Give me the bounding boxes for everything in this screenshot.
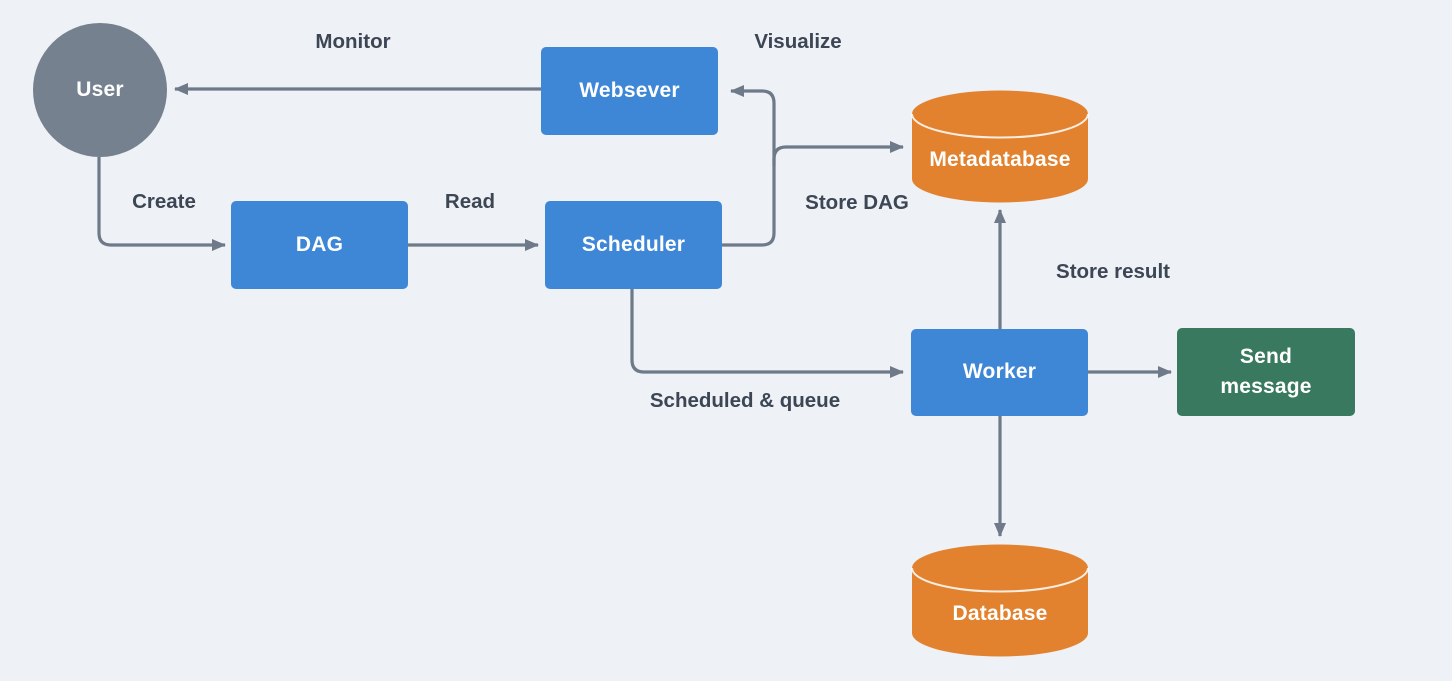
- metadatabase-cylinder-shape: [911, 90, 1089, 203]
- send-message-line2: message: [1220, 375, 1312, 398]
- node-database: Database: [911, 544, 1089, 657]
- node-send-message-label: Send message: [1220, 342, 1311, 403]
- node-scheduler: Scheduler: [545, 201, 722, 289]
- arrow-scheduled-queue: [630, 289, 904, 378]
- node-dag-label: DAG: [295, 232, 344, 256]
- node-database-label: Database: [952, 601, 1048, 625]
- edge-label-store-dag: Store DAG: [805, 191, 909, 214]
- node-send-message: Send message: [1177, 328, 1355, 416]
- edge-label-monitor: Monitor: [315, 30, 391, 53]
- node-scheduler-label: Scheduler: [581, 232, 686, 256]
- arrow-store-dag: [772, 141, 904, 166]
- node-user: User: [33, 23, 167, 157]
- node-websever-label: Websever: [579, 78, 680, 102]
- send-message-line1: Send: [1239, 344, 1293, 368]
- node-user-label: User: [76, 77, 124, 101]
- arrow-visualize: [722, 85, 776, 247]
- edge-label-read: Read: [444, 190, 496, 213]
- node-dag: DAG: [231, 201, 408, 289]
- node-worker: Worker: [911, 329, 1088, 416]
- edge-label-store-result: Store result: [1056, 260, 1170, 283]
- node-metadatabase-label: Metadatabase: [929, 147, 1071, 171]
- edge-label-visualize: Visualize: [754, 30, 842, 53]
- node-worker-label: Worker: [962, 360, 1037, 384]
- arrow-create: [97, 157, 226, 251]
- node-metadatabase: Metadatabase: [911, 90, 1089, 203]
- edge-label-create: Create: [132, 190, 196, 213]
- node-websever: Websever: [541, 47, 718, 135]
- database-cylinder-shape: [911, 544, 1089, 657]
- edge-label-scheduled-queue: Scheduled & queue: [649, 389, 841, 412]
